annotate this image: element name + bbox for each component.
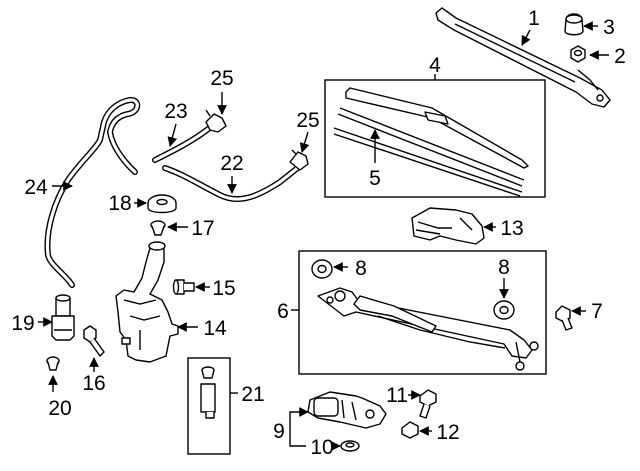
washer-hose-main bbox=[44, 97, 141, 288]
callout-16: 16 bbox=[82, 372, 105, 395]
callout-6: 6 bbox=[277, 300, 289, 323]
reservoir-bolt bbox=[83, 325, 105, 357]
callout-15: 15 bbox=[212, 277, 235, 300]
motor-grommet bbox=[340, 440, 360, 452]
pump-seal bbox=[46, 356, 60, 371]
filler-grommet bbox=[147, 194, 177, 214]
pump-kit-box bbox=[187, 357, 231, 455]
hose-clip bbox=[205, 109, 227, 133]
callout-2: 2 bbox=[614, 45, 626, 68]
callout-8: 8 bbox=[355, 257, 367, 280]
arm-nut bbox=[570, 45, 586, 63]
callout-18: 18 bbox=[108, 192, 131, 215]
callout-19: 19 bbox=[11, 312, 34, 335]
callout-5: 5 bbox=[369, 167, 381, 190]
callout-14: 14 bbox=[203, 317, 227, 340]
callout-4: 4 bbox=[429, 54, 441, 77]
motor-nut bbox=[401, 421, 419, 439]
wiper-linkage bbox=[317, 287, 539, 371]
pivot-bushing bbox=[493, 300, 515, 320]
callout-10: 10 bbox=[310, 436, 333, 459]
callout-9: 9 bbox=[273, 420, 285, 443]
callout-20: 20 bbox=[48, 397, 71, 420]
callout-11: 11 bbox=[386, 384, 408, 407]
callout-23: 23 bbox=[164, 100, 187, 123]
wiper-motor bbox=[307, 391, 387, 429]
hose-clip bbox=[289, 149, 309, 171]
washer-hose-upper bbox=[152, 123, 215, 163]
callout-12: 12 bbox=[436, 421, 459, 444]
callout-25: 25 bbox=[296, 109, 319, 132]
filler-cap bbox=[150, 220, 166, 236]
callout-21: 21 bbox=[241, 383, 264, 406]
callout-17: 17 bbox=[191, 217, 214, 240]
wiper-linkage-box bbox=[298, 250, 547, 375]
callout-3: 3 bbox=[603, 16, 615, 39]
washer-reservoir bbox=[115, 241, 179, 363]
callout-25: 25 bbox=[210, 67, 233, 90]
linkage-bolt bbox=[555, 305, 573, 331]
callout-8: 8 bbox=[498, 256, 510, 279]
callout-1: 1 bbox=[528, 7, 540, 30]
motor-bolt bbox=[419, 389, 437, 419]
callout-13: 13 bbox=[500, 217, 523, 240]
callout-7: 7 bbox=[591, 300, 603, 323]
wiper-arm bbox=[435, 7, 611, 108]
washer-hose-lower bbox=[162, 163, 303, 202]
linkage-cover bbox=[411, 207, 485, 245]
pivot-cap bbox=[564, 13, 584, 36]
callout-24: 24 bbox=[24, 176, 48, 199]
washer-pump bbox=[51, 294, 75, 341]
pump-kit-part bbox=[200, 366, 216, 419]
reservoir-grommet bbox=[172, 279, 195, 295]
pivot-bushing bbox=[311, 259, 333, 279]
wiper-blade bbox=[333, 87, 529, 197]
callout-22: 22 bbox=[220, 152, 243, 175]
